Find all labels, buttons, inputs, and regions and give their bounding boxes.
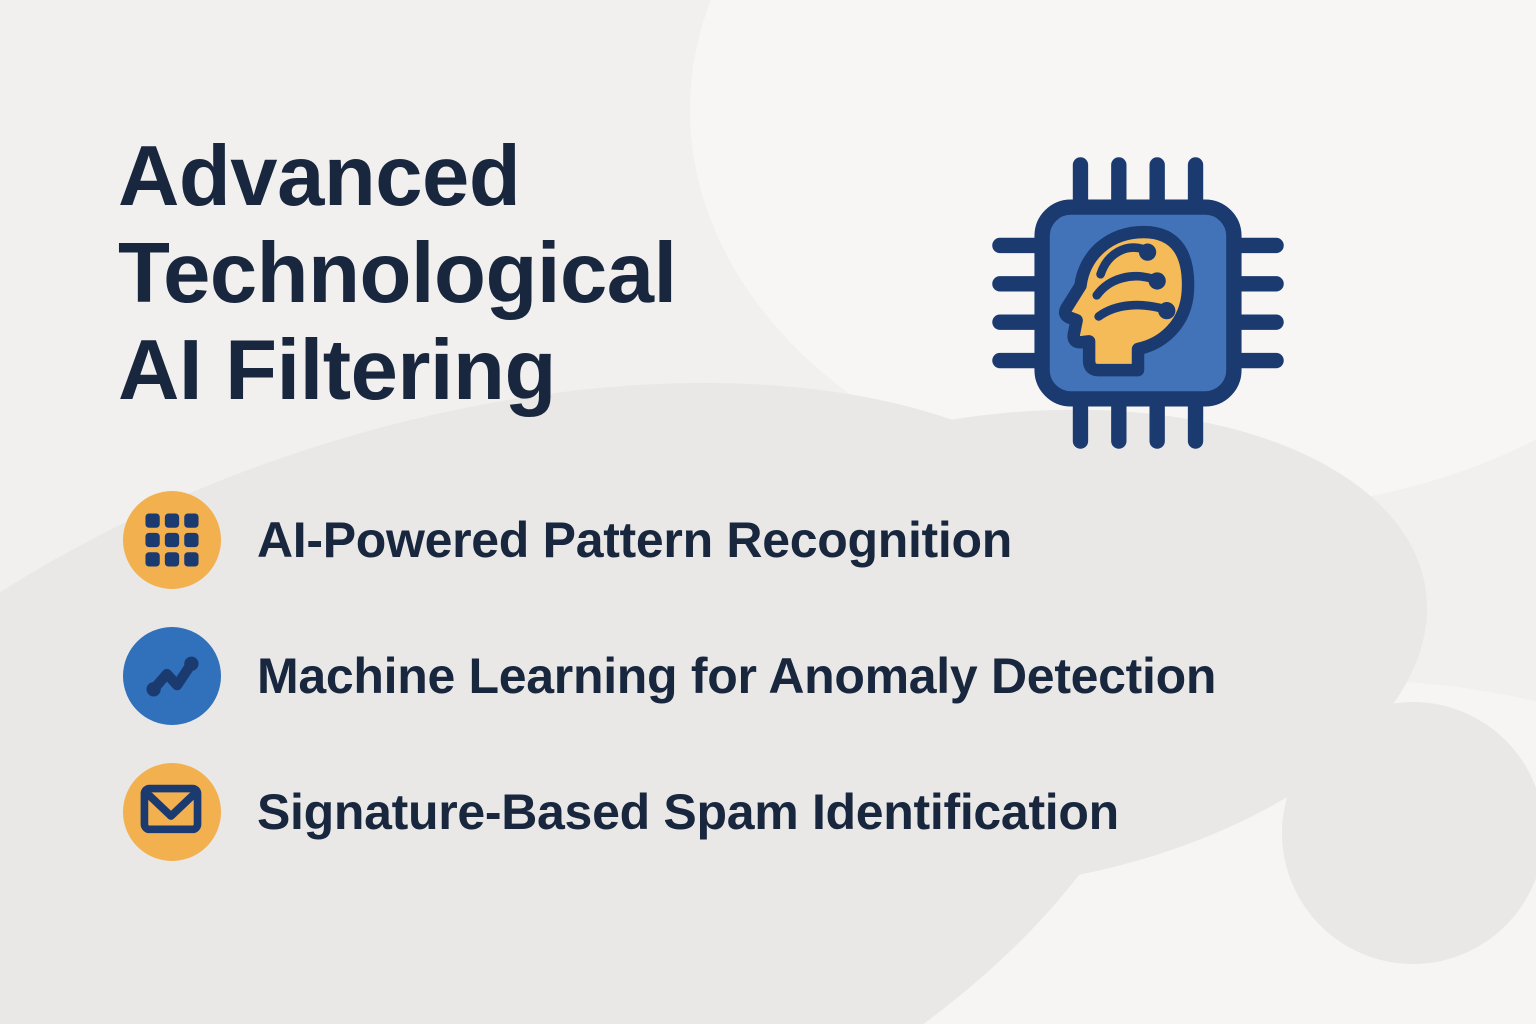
feature-list: AI-Powered Pattern Recognition Machine L…: [123, 491, 1216, 899]
list-item: AI-Powered Pattern Recognition: [123, 491, 1216, 589]
title-line-1: Advanced: [118, 129, 521, 224]
head-silhouette: [1058, 225, 1195, 377]
trend-line-icon: [123, 627, 221, 725]
bullet-label: Signature-Based Spam Identification: [257, 784, 1119, 840]
bullet-label: AI-Powered Pattern Recognition: [257, 512, 1012, 568]
title-line-2: Technological: [118, 226, 677, 321]
bullet-label: Machine Learning for Anomaly Detection: [257, 648, 1217, 704]
list-item: Machine Learning for Anomaly Detection: [123, 627, 1216, 725]
pattern-grid-icon: [123, 491, 221, 589]
envelope-icon: [123, 763, 221, 861]
page-title: Advanced Technological AI Filtering: [118, 128, 677, 419]
ai-chip-head-icon: [975, 140, 1301, 466]
title-line-3: AI Filtering: [118, 323, 556, 418]
list-item: Signature-Based Spam Identification: [123, 763, 1216, 861]
